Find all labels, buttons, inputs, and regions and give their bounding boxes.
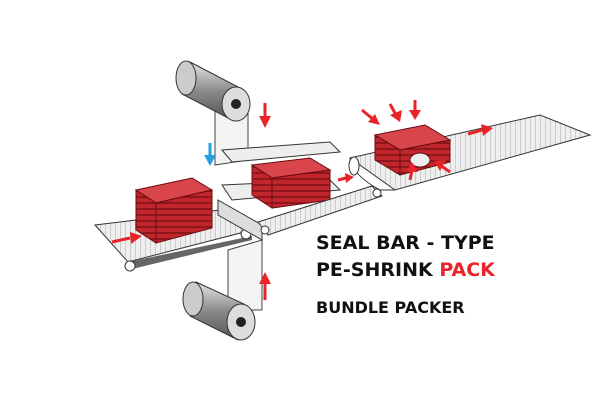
arrow-heat-1-icon (361, 108, 380, 125)
bottom-film-roll (182, 281, 256, 341)
title-line-1: SEAL BAR - TYPE (316, 232, 495, 254)
flow-arrows (111, 100, 493, 300)
product-bundle-sealing (250, 157, 332, 209)
transfer-conveyor (257, 185, 383, 236)
arrow-blue-sealbar-icon (204, 143, 216, 166)
arrow-heat-4-icon (406, 162, 418, 181)
product-bundle-infeed (134, 177, 214, 244)
arrow-heat-2-icon (388, 103, 402, 122)
arrow-heat-3-icon (409, 100, 421, 120)
arrow-film-down-icon (259, 103, 271, 128)
arrow-transfer-icon (337, 173, 354, 183)
arrow-heat-5-icon (434, 160, 451, 174)
arrow-infeed-icon (111, 232, 142, 244)
title-line-2: PE-SHRINK PACK (316, 259, 495, 281)
title-line-2-highlight: PACK (439, 259, 495, 281)
title-line-3: BUNDLE PACKER (316, 298, 465, 317)
title-line-2-prefix: PE-SHRINK (316, 259, 440, 281)
product-bundle-shrunk (373, 124, 452, 176)
arrow-film-up-icon (259, 272, 271, 300)
top-film-roll (175, 60, 251, 122)
arrow-outfeed-icon (467, 124, 493, 136)
